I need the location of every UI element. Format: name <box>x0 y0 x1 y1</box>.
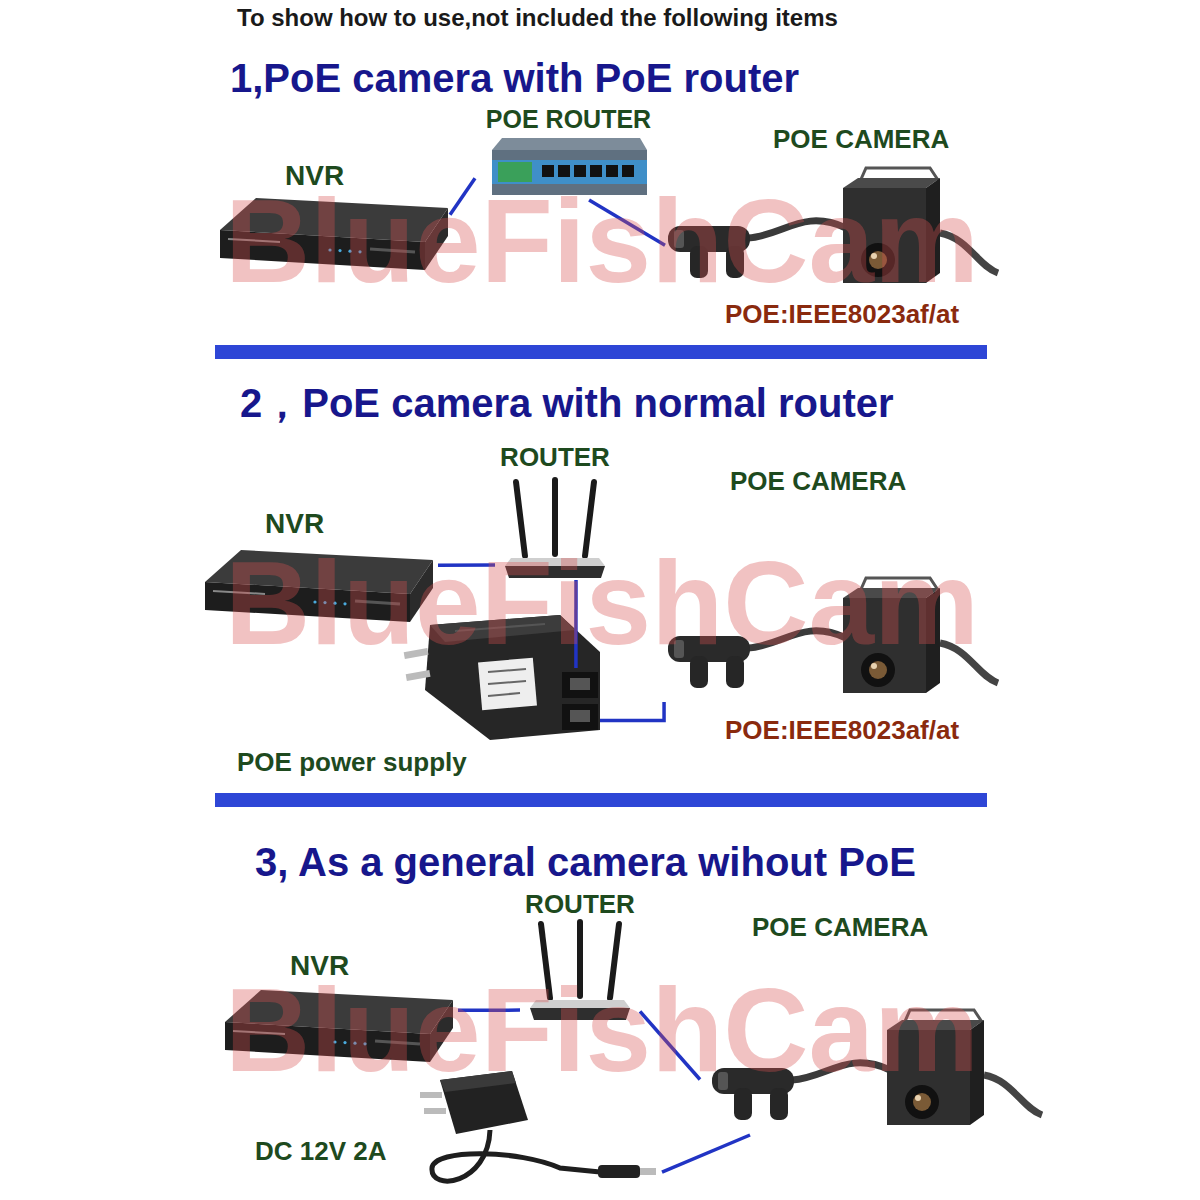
poe-standard-note: POE:IEEE8023af/at <box>725 716 959 746</box>
watermark: BlueFishCam <box>225 556 979 650</box>
network-cable <box>600 702 664 720</box>
device-group: POE CAMERA <box>662 467 1005 702</box>
dc-adapter-picture <box>420 1071 656 1181</box>
device-group: POE CAMERA <box>665 125 1005 292</box>
section-heading: 3, As a general camera wihout PoE <box>255 838 916 886</box>
device-label: POE CAMERA <box>730 467 906 497</box>
device-group: NVR <box>215 158 450 274</box>
page-title: To show how to use,not included the foll… <box>237 4 838 33</box>
watermark: BlueFishCam <box>225 194 979 288</box>
device-label: POE CAMERA <box>752 913 928 943</box>
section-divider <box>215 345 987 359</box>
device-group: NVR <box>200 508 438 625</box>
device-group: POE CAMERA <box>700 913 1045 1135</box>
device-label: POE power supply <box>237 748 467 778</box>
device-label: NVR <box>265 508 324 540</box>
device-group: DC 12V 2A <box>250 1068 662 1195</box>
device-group: ROUTER <box>520 890 640 1022</box>
device-group: POE ROUTER <box>475 105 662 200</box>
device-label: POE ROUTER <box>486 105 651 134</box>
section-heading: 2，PoE camera with normal router <box>240 379 894 427</box>
watermark: BlueFishCam <box>225 983 979 1077</box>
device-group: ROUTER <box>495 443 615 580</box>
device-label: ROUTER <box>500 443 610 473</box>
device-label: POE CAMERA <box>773 125 949 155</box>
device-group: NVR <box>220 950 458 1066</box>
device-label: NVR <box>290 950 349 982</box>
device-group: POE power supply <box>235 668 600 782</box>
poe-standard-note: POE:IEEE8023af/at <box>725 300 959 330</box>
device-label: DC 12V 2A <box>255 1137 387 1167</box>
poe-switch-picture <box>492 138 647 195</box>
device-label: NVR <box>285 160 344 192</box>
section-heading: 1,PoE camera with PoE router <box>230 54 799 102</box>
device-label: ROUTER <box>525 890 635 920</box>
network-cable <box>662 1135 750 1172</box>
section-divider <box>215 793 987 807</box>
